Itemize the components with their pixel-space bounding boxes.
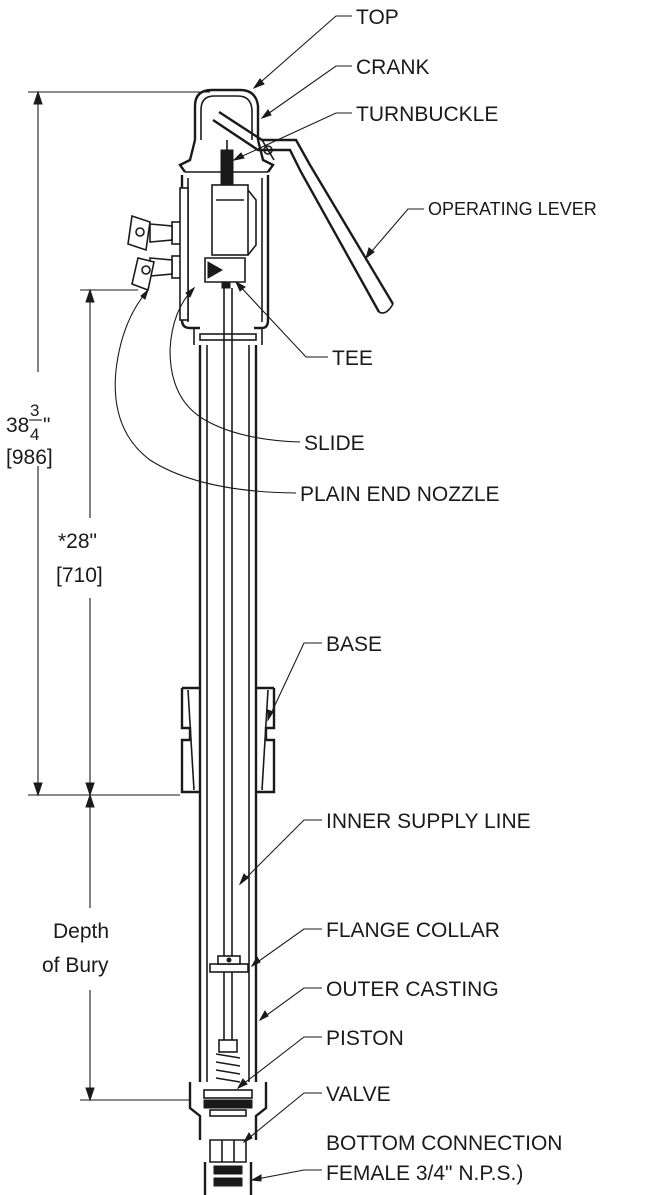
label-tee: TEE: [332, 347, 373, 370]
label-bottom-connection: BOTTOM CONNECTION: [326, 1132, 562, 1155]
label-flange-collar: FLANGE COLLAR: [326, 919, 500, 942]
label-bottom-connection-size: FEMALE 3/4" N.P.S.): [326, 1162, 523, 1185]
label-valve: VALVE: [326, 1083, 391, 1106]
dimension-overall-text: 38 3 4 " [986]: [6, 401, 53, 469]
label-plain-end-nozzle: PLAIN END NOZZLE: [300, 483, 500, 506]
label-crank: CRANK: [356, 56, 430, 79]
crank-lever: [212, 110, 395, 314]
depth-of-bury-line2: of Bury: [42, 954, 109, 977]
nozzle-height-text: *28": [58, 530, 97, 553]
hydrant-body: [127, 88, 275, 345]
nozzle-height-mm: [710]: [56, 564, 103, 587]
label-top: TOP: [356, 6, 399, 29]
flange-collar: [209, 955, 249, 973]
leaders: [114, 15, 424, 1182]
label-slide: SLIDE: [304, 432, 365, 455]
dimension-nozzle-height: [80, 288, 138, 797]
overall-mm: [986]: [6, 446, 53, 469]
dimension-depth-of-bury: [28, 793, 190, 1102]
label-base: BASE: [326, 633, 382, 656]
overall-inch-mark: ": [43, 414, 50, 437]
label-turnbuckle: TURNBUCKLE: [356, 103, 498, 126]
valve-assembly: [188, 1039, 268, 1195]
depth-of-bury-line1: Depth: [53, 920, 109, 943]
dimension-overall: [28, 90, 210, 797]
overall-frac-num: 3: [30, 401, 39, 420]
label-operating-lever: OPERATING LEVER: [428, 199, 597, 219]
nozzle-lower: [131, 255, 185, 292]
base: [180, 686, 276, 794]
label-piston: PISTON: [326, 1027, 404, 1050]
overall-frac-den: 4: [30, 425, 39, 444]
label-outer-casting: OUTER CASTING: [326, 978, 499, 1001]
overall-whole: 38: [6, 414, 29, 437]
label-inner-supply-line: INNER SUPPLY LINE: [326, 810, 531, 833]
nozzle-upper: [127, 214, 185, 252]
